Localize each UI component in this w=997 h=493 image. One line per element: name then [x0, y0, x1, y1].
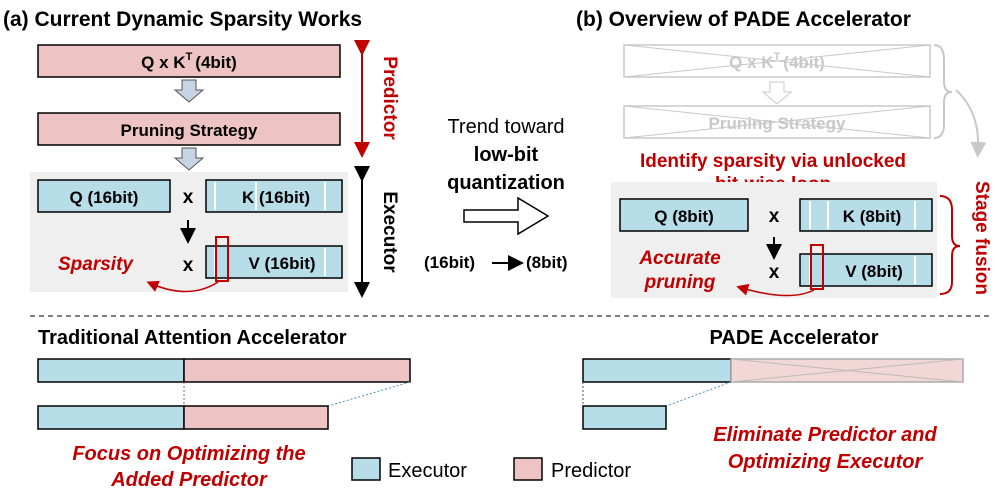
traditional-guide-blue [327, 381, 411, 407]
left-pruning-box [37, 112, 341, 146]
executor-label: Executor [379, 191, 400, 273]
identify-line-1: Identify sparsity via unlocked [640, 151, 906, 172]
left-q-label: Q (16bit) [70, 188, 139, 207]
right-k-box [799, 198, 933, 232]
left-mult-2: x [183, 255, 194, 276]
traditional-title: Traditional Attention Accelerator [38, 327, 347, 349]
right-mult-1: x [769, 206, 780, 227]
focus-line-2: Added Predictor [110, 469, 268, 491]
sparsity-arrow [146, 280, 219, 293]
stage-fusion-brace [939, 195, 961, 295]
right-block-arrow-removed [761, 81, 793, 105]
eliminate-line-1: Eliminate Predictor and [713, 424, 937, 446]
left-v-label: V (16bit) [248, 254, 315, 273]
traditional-executor-bar [37, 358, 185, 383]
right-panel-title: (b) Overview of PADE Accelerator [576, 8, 911, 31]
left-k-label: K (16bit) [242, 188, 310, 207]
left-mult-1: x [183, 187, 194, 208]
right-pruning-label: Pruning Strategy [709, 114, 847, 133]
eliminate-line-2: Optimizing Executor [728, 451, 924, 473]
bits-to: (8bit) [526, 253, 568, 272]
left-pruning-label: Pruning Strategy [121, 121, 259, 140]
right-mult-2: x [769, 262, 780, 283]
legend-executor-swatch [351, 457, 381, 481]
accurate-arrow [736, 283, 815, 297]
trend-block-arrow [463, 196, 550, 236]
traditional-predictor-bar [183, 358, 411, 383]
legend-executor-label: Executor [388, 460, 467, 482]
focus-line-1: Focus on Optimizing the [72, 443, 305, 465]
predictor-label: Predictor [379, 56, 400, 140]
pade-optimized-executor-bar [582, 405, 667, 430]
pade-executor-bar [582, 358, 732, 383]
right-v-label: V (8bit) [845, 262, 903, 281]
left-qk-box [37, 44, 341, 78]
accurate-line-1: Accurate [638, 248, 721, 269]
left-q-box [37, 179, 171, 213]
left-block-arrow-1 [173, 79, 205, 103]
right-gray-curve-arrow [955, 89, 987, 158]
right-v-pruned-marker [810, 244, 824, 290]
legend-predictor-swatch [513, 457, 543, 481]
optimized-executor-bar [37, 405, 185, 430]
optimized-predictor-bar [183, 405, 329, 430]
right-q-box [619, 198, 749, 232]
bits-from: (16bit) [424, 253, 475, 272]
pade-guide-blue [665, 381, 732, 407]
left-qk-label: Q x KT(4bit) [141, 51, 237, 72]
left-v-pruned-marker [215, 236, 229, 282]
left-k-box [205, 179, 343, 213]
right-k-label: K (8bit) [843, 207, 902, 226]
trend-line-3: quantization [447, 172, 565, 194]
left-panel-title: (a) Current Dynamic Sparsity Works [3, 8, 362, 31]
left-block-arrow-2 [173, 147, 205, 171]
right-gray-brace [933, 44, 953, 139]
trend-line-1: Trend toward [447, 116, 564, 138]
right-qk-label: Q x KT(4bit) [729, 51, 825, 72]
legend-predictor-label: Predictor [551, 460, 631, 482]
right-qk-cross [623, 44, 931, 78]
pade-predictor-cross [730, 358, 964, 383]
trend-line-2: low-bit [474, 144, 539, 166]
stage-fusion-label: Stage fusion [971, 181, 992, 295]
accurate-line-2: pruning [644, 272, 716, 293]
sparsity-label: Sparsity [58, 254, 134, 275]
right-q-label: Q (8bit) [654, 207, 714, 226]
right-pruning-cross [623, 105, 931, 139]
pade-title: PADE Accelerator [710, 327, 879, 349]
